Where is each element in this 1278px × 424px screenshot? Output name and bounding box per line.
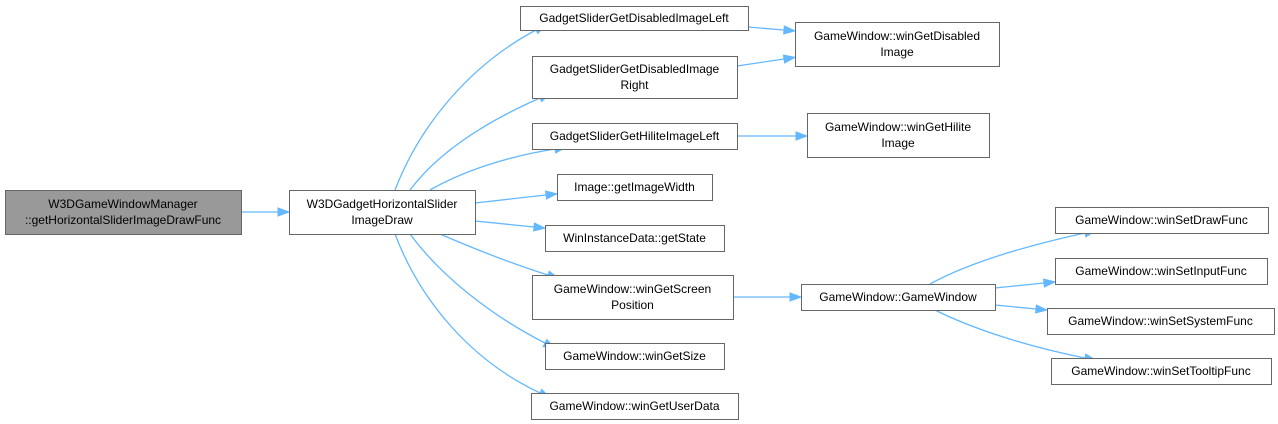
node-game-window-ctor-box [801,284,996,311]
node-set-input[interactable]: GameWindow::winSetInputFunc [1055,258,1268,285]
node-set-input-box [1055,258,1268,285]
edge-root-to-draw-arrowhead [277,207,291,217]
node-user-data-box [531,393,739,420]
node-get-hilite-image-label-1: GameWindow::winGetHilite [825,120,971,134]
node-disabled-right-box [532,56,738,99]
node-get-disabled-image-label-1: GameWindow::winGetDisabled [814,29,980,43]
node-hilite-left-box [532,123,738,150]
node-screen-pos-label-1: GameWindow::winGetScreen [554,282,711,296]
node-disabled-left[interactable]: GadgetSliderGetDisabledImageLeft [520,6,749,31]
node-get-state[interactable]: WinInstanceData::getState [545,225,725,252]
node-hilite-left-label-1: GadgetSliderGetHiliteImageLeft [550,129,720,143]
node-root[interactable]: W3DGameWindowManager::getHorizontalSlide… [5,190,242,235]
node-screen-pos-label-2: Position [611,298,654,312]
edge-hilite-left-to-get-hilite-image-arrowhead [795,131,809,141]
node-get-disabled-image-box [795,22,1000,67]
edge-draw-to-disabled-right-line [409,97,541,191]
edge-draw-to-user-data [394,233,552,399]
node-set-tooltip[interactable]: GameWindow::winSetTooltipFunc [1051,358,1272,385]
edge-draw-to-image-width-arrowhead [544,190,559,200]
node-hilite-left[interactable]: GadgetSliderGetHiliteImageLeft [532,123,738,150]
node-get-disabled-image-label-2: Image [880,45,914,59]
edge-draw-to-hilite-left [429,144,568,191]
node-image-width-box [557,174,713,201]
node-get-state-box [545,225,725,252]
edge-root-to-draw [241,207,291,217]
edge-game-window-ctor-to-set-tooltip-line [934,309,1086,359]
node-set-input-label-1: GameWindow::winSetInputFunc [1075,264,1246,278]
edge-disabled-right-to-get-disabled-image [736,54,797,67]
edge-draw-to-get-state-arrowhead [533,222,547,232]
edge-game-window-ctor-to-set-system [994,304,1049,314]
node-set-tooltip-label-1: GameWindow::winSetTooltipFunc [1071,364,1250,378]
node-get-size-box [545,343,725,370]
node-root-box [5,190,242,235]
edge-disabled-left-to-get-disabled-image-line [747,26,785,31]
edge-disabled-right-to-get-disabled-image-line [736,58,785,67]
node-set-system[interactable]: GameWindow::winSetSystemFunc [1047,308,1275,335]
node-disabled-right-label-2: Right [620,78,649,92]
edge-disabled-left-to-get-disabled-image [747,25,797,35]
node-user-data[interactable]: GameWindow::winGetUserData [531,393,739,420]
node-set-draw-box [1055,207,1269,234]
node-user-data-label-1: GameWindow::winGetUserData [549,399,719,413]
edge-disabled-right-to-get-disabled-image-arrowhead [782,54,797,64]
edge-game-window-ctor-to-set-input [994,278,1057,289]
edge-disabled-left-to-get-disabled-image-arrowhead [783,25,797,35]
node-image-width-label-1: Image::getImageWidth [574,180,695,194]
node-set-draw-label-1: GameWindow::winSetDrawFunc [1075,213,1248,227]
edge-screen-pos-to-game-window-ctor-arrowhead [789,292,803,302]
edge-draw-to-disabled-left [394,24,547,191]
edge-screen-pos-to-game-window-ctor [733,292,803,302]
edge-hilite-left-to-get-hilite-image [737,131,809,141]
edge-game-window-ctor-to-set-draw-line [929,232,1086,285]
node-draw-box [289,190,476,235]
edge-game-window-ctor-to-set-input-arrowhead [1043,278,1057,288]
edge-game-window-ctor-to-set-input-line [994,282,1045,289]
node-set-system-box [1047,308,1275,335]
node-get-hilite-image-box [807,113,990,158]
node-get-size-label-1: GameWindow::winGetSize [563,349,706,363]
edge-draw-to-hilite-left-line [429,148,556,191]
node-set-draw[interactable]: GameWindow::winSetDrawFunc [1055,207,1269,234]
node-draw-label-1: W3DGadgetHorizontalSlider [307,197,458,211]
node-disabled-left-box [520,6,749,31]
edge-draw-to-user-data-line [394,233,541,394]
node-game-window-ctor[interactable]: GameWindow::GameWindow [801,284,996,311]
node-root-label-2: ::getHorizontalSliderImageDrawFunc [25,213,221,227]
node-get-size[interactable]: GameWindow::winGetSize [545,343,725,370]
edge-draw-to-image-width [474,190,559,204]
edge-draw-to-disabled-right [409,92,552,191]
edge-draw-to-get-state [474,220,547,232]
edge-draw-to-screen-pos-line [439,233,549,276]
edge-draw-to-disabled-left-line [394,29,537,191]
edge-draw-to-get-size-line [409,233,546,344]
node-get-hilite-image-label-2: Image [881,136,915,150]
node-game-window-ctor-label-1: GameWindow::GameWindow [819,290,977,304]
node-disabled-left-label-1: GadgetSliderGetDisabledImageLeft [539,11,729,25]
node-screen-pos-box [532,275,734,320]
node-set-system-label-1: GameWindow::winSetSystemFunc [1068,314,1253,328]
node-disabled-right-label-1: GadgetSliderGetDisabledImage [550,62,720,76]
node-draw-label-2: ImageDraw [351,213,413,227]
edge-draw-to-screen-pos [439,233,560,280]
node-set-tooltip-box [1051,358,1272,385]
node-root-label-1: W3DGameWindowManager [48,197,197,211]
edge-draw-to-get-state-line [474,220,535,228]
node-get-state-label-1: WinInstanceData::getState [563,231,706,245]
edge-game-window-ctor-to-set-system-arrowhead [1035,304,1049,314]
call-graph-nodes: W3DGameWindowManager::getHorizontalSlide… [5,6,1275,420]
node-image-width[interactable]: Image::getImageWidth [557,174,713,201]
edge-game-window-ctor-to-set-system-line [994,304,1037,310]
edge-draw-to-image-width-line [474,194,547,204]
